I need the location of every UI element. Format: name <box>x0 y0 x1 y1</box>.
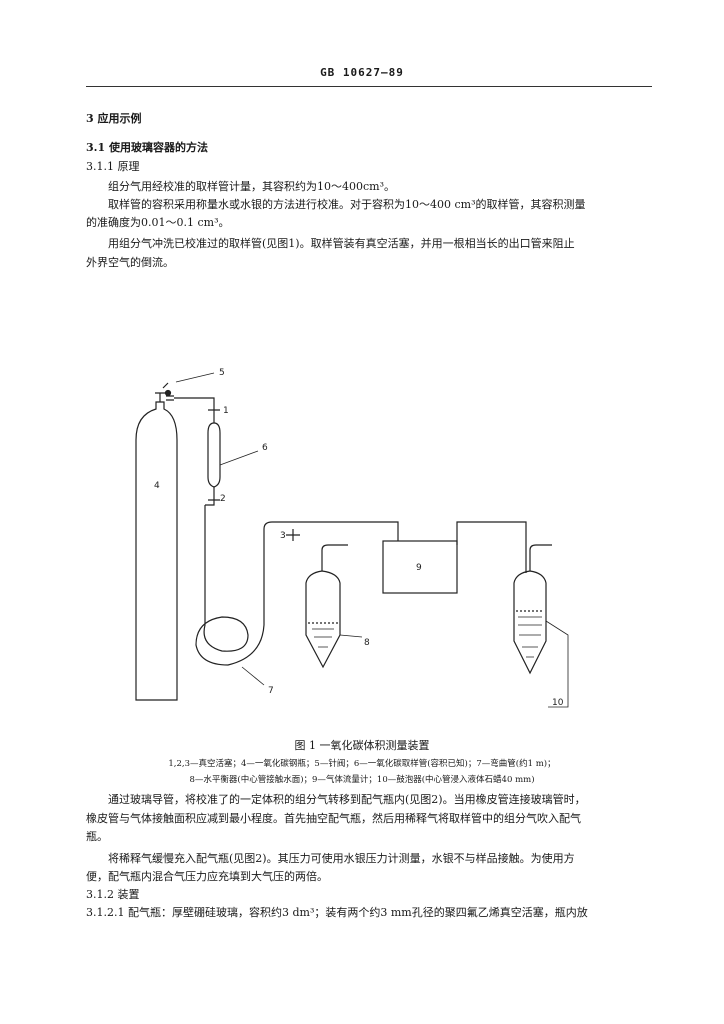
co-sampling-tube <box>207 422 221 488</box>
bent-tube <box>195 505 399 666</box>
needle-valve <box>155 382 174 402</box>
co-volume-apparatus-diagram: 5 1 6 4 2 3 9 8 7 10 <box>135 368 569 708</box>
label-1: 1 <box>223 406 229 416</box>
dilution-paragraph-line-2: 便，配气瓶内混合气压力应充填到大气压的两倍。 <box>86 870 328 883</box>
transfer-paragraph-line-3: 瓶。 <box>86 830 108 843</box>
figure-1-legend-line-1: 1,2,3—真空活塞；4—一氧化碳钢瓶；5—针阀；6—一氧化碳取样管(容积已知)… <box>168 759 556 769</box>
bubbler <box>513 570 547 675</box>
principle-paragraph-1: 组分气用经校准的取样管计量，其容积约为10～400cm³。 <box>108 180 395 193</box>
label-4: 4 <box>154 481 160 491</box>
flushing-paragraph-line-2: 外界空气的倒流。 <box>86 256 174 269</box>
flushing-paragraph-line-1: 用组分气冲洗已校准过的取样管(见图1)。取样管装有真空活塞，并用一根相当长的出口… <box>108 237 575 250</box>
label-9: 9 <box>416 563 422 573</box>
label-10: 10 <box>552 698 564 708</box>
transfer-paragraph-line-2: 橡皮管与气体接触面积应减到最小程度。首先抽空配气瓶，然后用稀释气将取样管中的组分… <box>86 812 581 825</box>
label-5: 5 <box>219 368 225 378</box>
calibration-paragraph-line-1: 取样管的容积采用称量水或水银的方法进行校准。对于容积为10～400 cm³的取样… <box>108 198 586 211</box>
water-leveling-bottle <box>305 570 341 669</box>
section-3-heading: 3 应用示例 <box>86 112 142 125</box>
label-2: 2 <box>220 494 226 504</box>
label-7: 7 <box>268 686 274 696</box>
dilution-paragraph-line-1: 将稀释气缓慢充入配气瓶(见图2)。其压力可使用水银压力计测量，水银不与样品接触。… <box>108 852 575 865</box>
label-6: 6 <box>262 443 268 453</box>
vacuum-stopcock-3 <box>286 529 300 541</box>
header-rule <box>86 86 652 87</box>
transfer-paragraph-line-1: 通过玻璃导管，将校准了的一定体积的组分气转移到配气瓶内(见图2)。当用橡皮管连接… <box>108 793 586 806</box>
section-3-1-2-1-text: 3.1.2.1 配气瓶：厚壁硼硅玻璃，容积约3 dm³；装有两个约3 mm孔径的… <box>86 906 588 919</box>
figure-1-legend-line-2: 8—水平衡器(中心管接触水面)；9—气体流量计；10—鼓泡器(中心管浸入液体石蜡… <box>189 775 535 785</box>
gas-flow-meter <box>382 540 458 594</box>
section-3-1-heading: 3.1 使用玻璃容器的方法 <box>86 141 208 154</box>
co-gas-cylinder <box>135 401 178 701</box>
standard-number-header: GB 10627—89 <box>320 66 404 79</box>
section-3-1-2-heading: 3.1.2 装置 <box>86 888 140 901</box>
label-3: 3 <box>280 531 286 541</box>
label-8: 8 <box>364 638 370 648</box>
section-3-1-1-heading: 3.1.1 原理 <box>86 160 140 173</box>
calibration-paragraph-line-2: 的准确度为0.01～0.1 cm³。 <box>86 216 230 229</box>
vacuum-stopcock-1 <box>208 409 220 423</box>
vacuum-stopcock-2 <box>205 487 220 506</box>
figure-1-title: 图 1 一氧化碳体积测量装置 <box>294 739 430 752</box>
